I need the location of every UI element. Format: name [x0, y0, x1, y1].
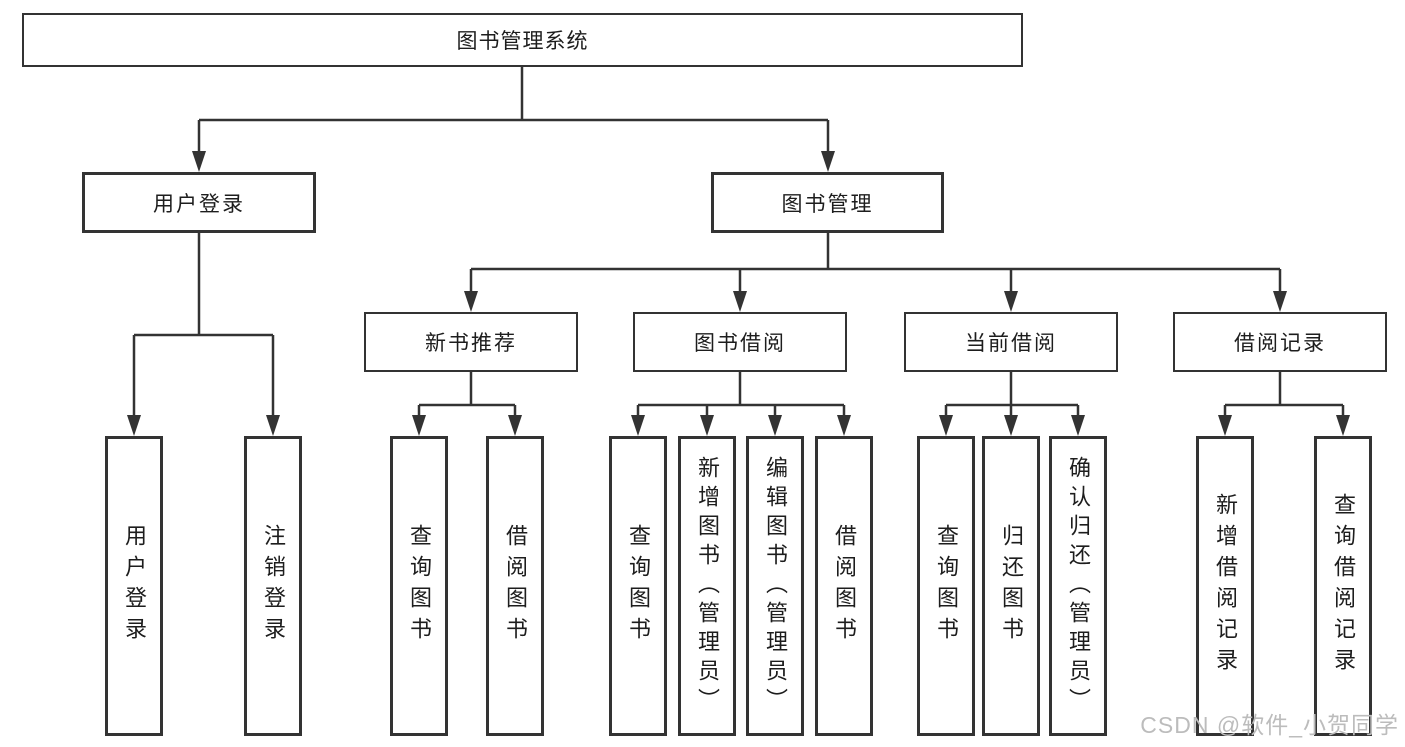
- leaf-return-books: 归还图书: [982, 436, 1040, 736]
- leaf-query-books-1-label: 查询图书: [407, 524, 432, 648]
- leaf-query-books-2-label: 查询图书: [626, 524, 651, 648]
- node-current-borrow-label: 当前借阅: [965, 332, 1057, 355]
- leaf-user-login: 用户登录: [105, 436, 163, 736]
- node-borrow-records: 借阅记录: [1173, 312, 1387, 372]
- node-new-book-recommend: 新书推荐: [364, 312, 578, 372]
- node-root: 图书管理系统: [22, 13, 1023, 67]
- node-user-login-label: 用户登录: [153, 192, 245, 216]
- arrowheads: [127, 151, 1350, 436]
- leaf-query-books-3: 查询图书: [917, 436, 975, 736]
- leaf-confirm-return-admin-label: 确认归还（管理员）: [1066, 455, 1091, 717]
- leaf-add-borrow-record-label: 新增借阅记录: [1213, 493, 1238, 679]
- leaf-borrow-books-2: 借阅图书: [815, 436, 873, 736]
- node-book-management-label: 图书管理: [781, 192, 874, 216]
- node-book-borrow: 图书借阅: [633, 312, 847, 372]
- node-new-book-recommend-label: 新书推荐: [425, 332, 517, 355]
- leaf-edit-book-admin-label: 编辑图书（管理员）: [763, 455, 788, 717]
- leaf-confirm-return-admin: 确认归还（管理员）: [1049, 436, 1107, 736]
- leaf-borrow-books-1: 借阅图书: [486, 436, 544, 736]
- leaf-add-book-admin: 新增图书（管理员）: [678, 436, 736, 736]
- node-root-label: 图书管理系统: [456, 30, 589, 53]
- node-user-login: 用户登录: [82, 172, 316, 233]
- watermark: CSDN @软件_小贺同学: [1140, 712, 1399, 738]
- leaf-logout-login: 注销登录: [244, 436, 302, 736]
- leaf-borrow-books-2-label: 借阅图书: [832, 524, 857, 648]
- node-book-management: 图书管理: [711, 172, 944, 233]
- leaf-add-borrow-record: 新增借阅记录: [1196, 436, 1254, 736]
- leaf-borrow-books-1-label: 借阅图书: [503, 524, 528, 648]
- leaf-query-borrow-record: 查询借阅记录: [1314, 436, 1372, 736]
- leaf-return-books-label: 归还图书: [999, 524, 1024, 648]
- leaf-add-book-admin-label: 新增图书（管理员）: [695, 455, 720, 717]
- leaf-logout-login-label: 注销登录: [261, 524, 286, 648]
- leaf-query-books-1: 查询图书: [390, 436, 448, 736]
- leaf-edit-book-admin: 编辑图书（管理员）: [746, 436, 804, 736]
- node-borrow-records-label: 借阅记录: [1234, 332, 1326, 355]
- node-book-borrow-label: 图书借阅: [694, 332, 786, 355]
- node-current-borrow: 当前借阅: [904, 312, 1118, 372]
- leaf-query-books-3-label: 查询图书: [934, 524, 959, 648]
- leaf-query-borrow-record-label: 查询借阅记录: [1331, 493, 1356, 679]
- leaf-user-login-label: 用户登录: [122, 524, 147, 648]
- leaf-query-books-2: 查询图书: [609, 436, 667, 736]
